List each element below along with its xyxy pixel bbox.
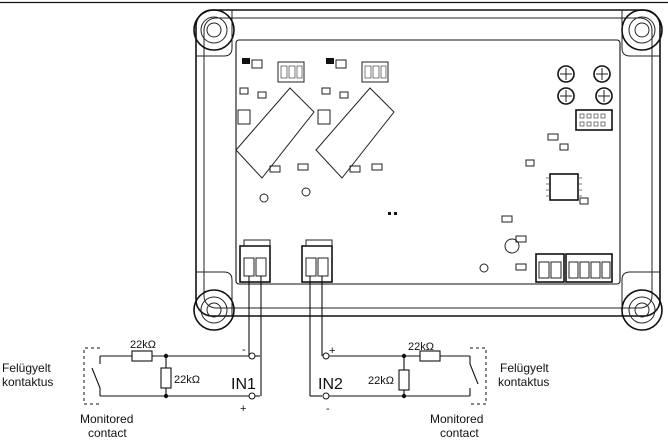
left-contact-en-label-line2: contact <box>88 426 127 440</box>
right-contact-hu-label-line2: kontaktus <box>498 375 549 389</box>
left-series-resistor-icon <box>131 350 153 362</box>
left-contact-hu-label-line2: kontaktus <box>2 375 53 389</box>
header-connector-icon <box>575 109 613 131</box>
ic-chip-icon <box>546 173 582 201</box>
in2-label: IN2 <box>318 376 343 393</box>
in1-top-polarity: - <box>242 344 246 356</box>
in1-wiring <box>100 276 262 400</box>
screw-bottom-left-icon <box>193 289 235 331</box>
right-series-resistor-icon <box>419 350 441 362</box>
right-series-resistor-label: 22kΩ <box>408 341 434 353</box>
in1-bottom-polarity: + <box>240 403 246 415</box>
right-monitored-contact <box>469 347 487 405</box>
right-shunt-resistor-label: 22kΩ <box>368 375 394 387</box>
in1-bottom-terminal-icon <box>248 392 256 400</box>
pcb-components <box>237 58 589 273</box>
right-contact-hu-label-line1: Felügyelt <box>500 361 549 375</box>
in2-bottom-terminal-icon <box>322 392 330 400</box>
screw-top-left-icon <box>193 9 235 51</box>
left-shunt-resistor-icon <box>160 353 172 399</box>
in2-terminal-block-icon <box>301 239 333 283</box>
in2-top-polarity: + <box>329 345 335 357</box>
left-contact-en-label-line1: Monitored <box>80 412 133 426</box>
bottom-right-terminal-block-icon <box>535 253 613 283</box>
left-contact-hu-label-line1: Felügyelt <box>2 361 51 375</box>
left-shunt-resistor-label: 22kΩ <box>174 374 200 386</box>
right-shunt-resistor-icon <box>398 353 410 399</box>
in1-label: IN1 <box>231 376 256 393</box>
enclosure <box>195 9 661 317</box>
right-contact-en-label-line1: Monitored <box>430 412 483 426</box>
pcb-board <box>235 39 621 285</box>
left-monitored-contact <box>83 347 101 405</box>
capacitor-group-icon <box>557 65 613 105</box>
in2-bottom-polarity: - <box>326 403 330 415</box>
in1-top-terminal-icon <box>248 352 256 360</box>
in2-wiring <box>309 276 470 400</box>
left-series-resistor-label: 22kΩ <box>130 339 156 351</box>
top-terminal-block-left-icon <box>277 61 305 83</box>
right-contact-en-label-line2: contact <box>440 426 479 440</box>
screw-top-right-icon <box>621 9 663 51</box>
relay-right-icon <box>315 87 395 179</box>
screw-bottom-right-icon <box>621 289 663 331</box>
top-terminal-block-right-icon <box>361 61 389 83</box>
relay-left-icon <box>235 87 315 179</box>
